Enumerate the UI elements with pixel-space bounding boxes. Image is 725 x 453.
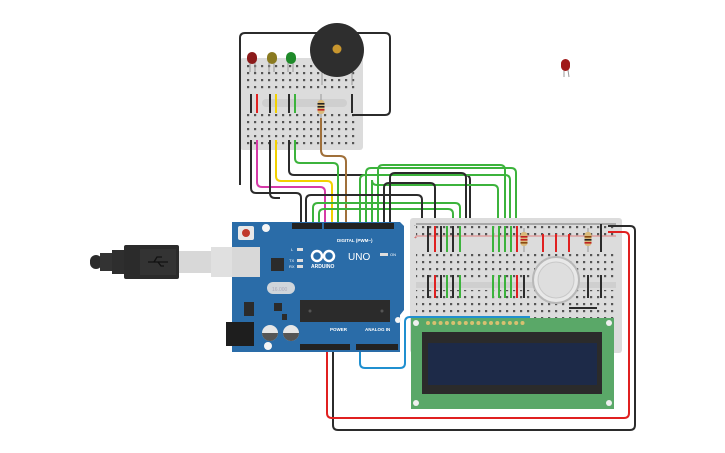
arduino-brand: ARDUINO xyxy=(311,264,334,270)
lcd-pin[interactable] xyxy=(489,321,493,325)
rx-label: RX xyxy=(289,264,295,269)
lcd-pin[interactable] xyxy=(520,321,525,325)
lcd-pin[interactable] xyxy=(457,321,462,325)
wire-red-right-5v[interactable] xyxy=(326,231,630,419)
small-breadboard[interactable] xyxy=(240,58,363,150)
led-yellow[interactable] xyxy=(267,52,277,72)
wire-black-right-gnd[interactable] xyxy=(332,225,636,431)
loose-red-led[interactable] xyxy=(561,59,570,78)
small-bb-jumpers xyxy=(250,94,353,113)
lcd-16x2[interactable] xyxy=(411,318,614,409)
usb-icon xyxy=(148,256,168,267)
lcd-pin[interactable] xyxy=(514,321,519,325)
lcd-pin[interactable] xyxy=(482,321,487,325)
lcd-pin[interactable] xyxy=(426,321,430,325)
large-bb-jumpers xyxy=(427,224,602,309)
svg-text:-: - xyxy=(414,223,416,229)
lcd-pin[interactable] xyxy=(501,321,506,325)
lcd-pin[interactable] xyxy=(444,321,449,325)
lcd-pin[interactable] xyxy=(507,321,512,325)
power-header-label: POWER xyxy=(330,327,348,332)
usb-cable[interactable] xyxy=(90,245,235,279)
led-red[interactable] xyxy=(247,52,257,72)
analog-header-label: ANALOG IN xyxy=(365,327,390,332)
piezo-buzzer[interactable] xyxy=(310,23,364,85)
wire-black-top-loop[interactable] xyxy=(239,32,391,185)
led-green[interactable] xyxy=(286,52,296,72)
tx-label: TX xyxy=(289,258,294,263)
wires-black-gnd xyxy=(305,172,467,228)
resistor-lcd[interactable] xyxy=(520,228,528,252)
lcd-pin[interactable] xyxy=(476,321,481,325)
resistor-buzzer[interactable] xyxy=(317,94,325,118)
lcd-pin[interactable] xyxy=(470,321,475,325)
on-label: ON xyxy=(390,252,396,257)
lcd-pin[interactable] xyxy=(495,321,500,325)
crystal-label: 16.000 xyxy=(272,287,288,293)
resistor-sensor[interactable] xyxy=(584,228,592,252)
lcd-pin[interactable] xyxy=(451,321,456,325)
wires-green-digital xyxy=(312,164,517,245)
wires-top xyxy=(250,118,471,225)
arduino-model: UNO xyxy=(348,252,370,263)
wire-blue-analog[interactable] xyxy=(359,316,530,369)
arduino-uno[interactable]: 16.000 L TX RX ON ARDUINO UNO DIGITAL (P… xyxy=(226,222,404,352)
lcd-pin[interactable] xyxy=(463,321,468,325)
svg-text:+: + xyxy=(414,235,417,241)
lcd-pin[interactable] xyxy=(438,321,443,325)
gas-sensor[interactable] xyxy=(532,256,580,304)
lcd-pin[interactable] xyxy=(432,321,437,325)
l-led-label: L xyxy=(291,247,294,252)
digital-header-label: DIGITAL (PWM~) xyxy=(337,238,373,243)
arduino-logo-icon xyxy=(310,249,336,263)
